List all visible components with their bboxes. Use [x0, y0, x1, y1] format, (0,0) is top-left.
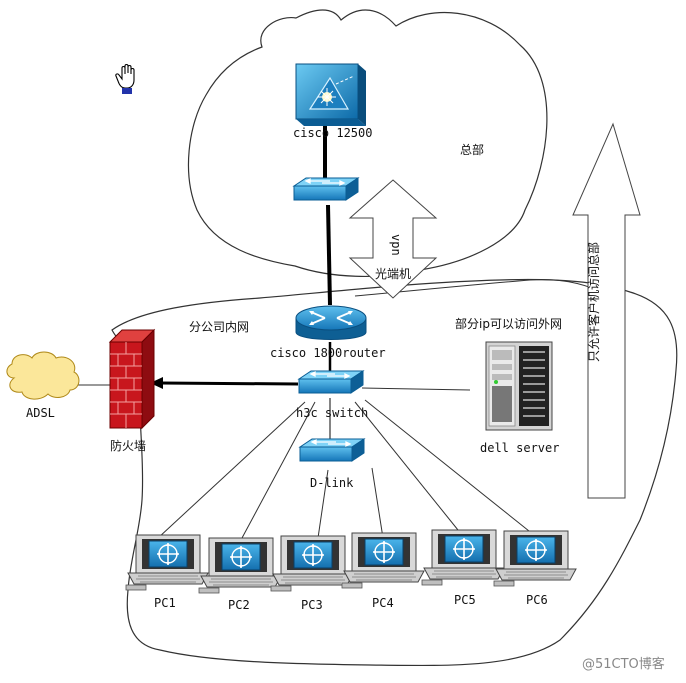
server-icon [485, 341, 553, 431]
label-firewall: 防火墙 [110, 438, 146, 453]
label-partial-ip: 部分ip可以访问外网 [455, 316, 562, 331]
label-pc: PC1 [154, 596, 176, 610]
hq-switch-icon [293, 177, 359, 201]
cloud-icon [6, 351, 80, 400]
dlink-switch-icon [299, 438, 365, 462]
link-h3c-pc5 [354, 401, 463, 536]
link-hqswitch-router [326, 204, 332, 306]
pc-icon [341, 532, 425, 589]
upward-arrow [572, 122, 641, 499]
core-switch-icon [295, 63, 366, 126]
label-dlink: D-link [310, 476, 354, 490]
label-pc: PC6 [526, 593, 548, 607]
label-vpn: vpn [389, 234, 403, 256]
label-pc: PC5 [454, 593, 476, 607]
link-dlink-pc3 [317, 469, 329, 539]
pc-icon [198, 537, 282, 594]
vpn-double-arrow [348, 179, 438, 299]
link-dlink-pc4 [371, 467, 384, 539]
link-h3c-pc6 [364, 399, 535, 536]
hq-cloud-boundary [187, 9, 548, 277]
label-branch-lan: 分公司内网 [189, 320, 249, 334]
pc-icon [125, 534, 209, 591]
label-pc: PC2 [228, 598, 250, 612]
label-pc: PC4 [372, 596, 394, 610]
watermark: @51CTO博客 [582, 656, 665, 672]
hand-cursor-icon [115, 63, 135, 94]
label-fiber: 光端机 [375, 267, 411, 281]
pc-icon [493, 530, 577, 587]
branch-boundary-extra [354, 279, 601, 297]
link-h3c-pc2 [241, 401, 316, 539]
link-h3c-server [361, 387, 471, 391]
label-pc: PC3 [301, 598, 323, 612]
h3c-switch-icon [298, 370, 364, 394]
pc-icon [421, 529, 505, 586]
label-hq: 总部 [460, 142, 484, 157]
pc-icon [270, 535, 354, 592]
link-h3c-pc1 [157, 401, 306, 539]
link-h3c-firewall [159, 381, 299, 386]
label-server: dell server [480, 441, 559, 455]
router-icon [295, 305, 367, 340]
label-adsl: ADSL [26, 406, 55, 420]
label-h3c: h3c switch [296, 406, 368, 420]
arrow-head-firewall [150, 377, 163, 389]
label-only-allow: 只允许客户机访问总部 [586, 242, 601, 362]
label-router: cisco 1800router [270, 346, 386, 360]
firewall-icon [108, 328, 156, 430]
label-cisco-12500: cisco 12500 [293, 126, 372, 140]
